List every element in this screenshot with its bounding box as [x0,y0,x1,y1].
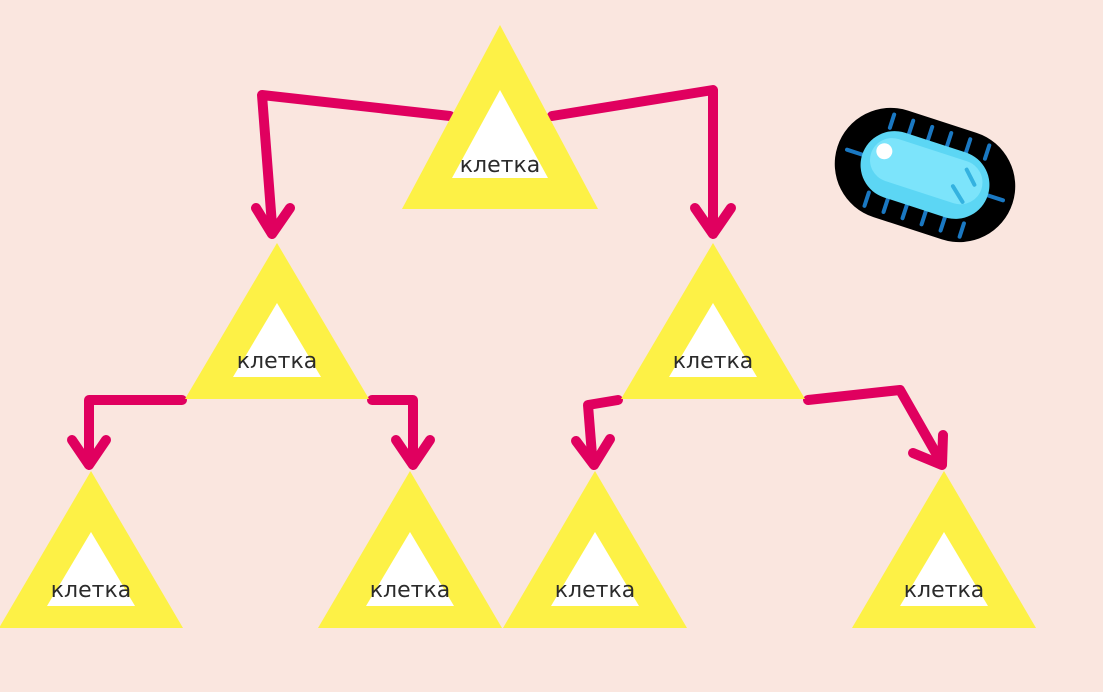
bacterium-cilium [938,215,947,233]
arrow-left-to-left-right [367,395,418,460]
arrowhead-root-to-right [690,203,736,239]
bacterium-cilium [957,221,966,239]
node-triangle-inner [366,532,454,606]
bacterium-mark [950,167,977,204]
node-triangle-inner [452,90,548,178]
bacterium-cilia [845,112,1005,239]
bacterium-cilium [900,202,909,221]
arrow-right-to-right-left [583,395,623,460]
bacterium-icon [834,107,1016,243]
bacterium-highlight [876,143,893,160]
node-root: клетка [402,25,598,209]
arrow-root-to-right [547,85,718,230]
node-triangle-inner [900,532,988,606]
bacterium-cilium [925,124,935,143]
node-label: клетка [370,578,450,603]
node-right-right: клетка [852,471,1036,628]
node-triangle-inner [551,532,639,606]
node-label: клетка [673,349,753,374]
arrowhead-right-to-right-left [571,434,615,470]
arrow-root-to-left [257,90,455,230]
bacterium-cilium [906,118,916,137]
node-label: клетка [555,578,635,603]
bacterium-cilium [982,143,992,161]
arrowhead-left-to-left-right [391,435,435,470]
node-label: клетка [904,578,984,603]
arrowhead-left-to-left-left [67,435,111,470]
arrowhead-root-to-left [251,203,295,239]
node-right: клетка [621,243,805,399]
node-label: клетка [460,153,540,178]
nodes-layer: клетка клетка клетка клетка клетка [0,25,1036,628]
node-left-right: клетка [318,471,502,628]
arrowhead-right-to-right-right [908,430,948,470]
node-triangle-inner [47,532,135,606]
node-label: клетка [237,349,317,374]
arrow-right-to-right-right [803,385,942,460]
bacterium-cilium [887,112,897,130]
bacterium-cilium [845,147,865,157]
node-label: клетка [51,578,131,603]
arrows-layer [67,85,948,470]
bacterium-cilium [963,137,973,155]
bacterium-cilium [919,209,928,227]
node-left: клетка [185,243,369,399]
node-left-left: клетка [0,471,183,628]
bacterium-cilium [944,131,954,149]
node-right-left: клетка [503,471,687,628]
bacterium-cilium [862,190,871,208]
node-triangle-inner [233,303,321,377]
bacterium-cilium [881,196,890,214]
bacterium-cilium [985,193,1005,203]
node-triangle-inner [669,303,757,377]
arrow-left-to-left-left [84,395,187,460]
